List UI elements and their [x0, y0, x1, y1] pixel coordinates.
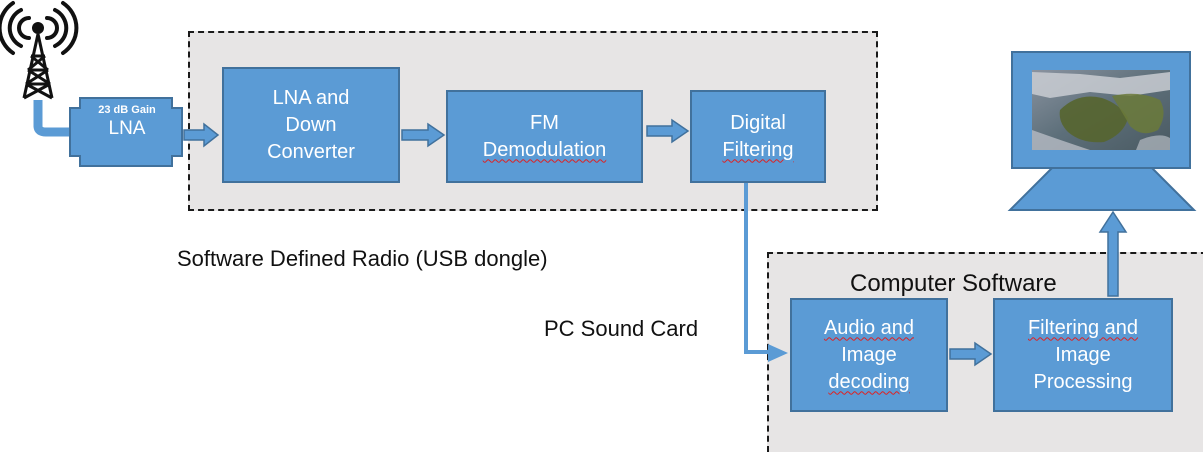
- block-line: Filtering and: [1027, 316, 1139, 339]
- arrow-lna-to-downconverter: [183, 122, 220, 148]
- diagram-graphics: [0, 1, 1197, 367]
- fm-demodulation-block: FM Demodulation: [446, 90, 643, 183]
- lna-tag: 23 dB Gain LNA: [70, 96, 184, 168]
- sound-card-line: [744, 183, 770, 354]
- antenna-tower-icon: [0, 1, 79, 100]
- block-line: Demodulation: [482, 138, 607, 161]
- sdr-caption: Software Defined Radio (USB dongle): [177, 246, 548, 271]
- block-line: FM: [530, 111, 559, 134]
- digital-filtering-block: Digital Filtering: [690, 90, 826, 183]
- sound-card-arrowhead: [768, 344, 788, 362]
- audio-image-decoding-block: Audio and Image decoding: [790, 298, 948, 412]
- arrow-fm-to-digital: [646, 118, 690, 144]
- block-line: Audio and: [823, 316, 915, 339]
- satellite-map-image: [1032, 70, 1170, 150]
- pc-sound-card-label: PC Sound Card: [544, 316, 699, 341]
- block-line: Converter: [267, 140, 355, 163]
- lna-name-label: LNA: [108, 118, 146, 139]
- arrow-downconverter-to-fm: [401, 122, 446, 148]
- lna-downconverter-block: LNA and Down Converter: [222, 67, 400, 183]
- block-line: Image: [841, 343, 897, 366]
- block-line: Processing: [1033, 370, 1133, 393]
- lna-gain-label: 23 dB Gain: [98, 104, 156, 116]
- antenna-feed-line: [33, 100, 72, 137]
- block-line: Image: [1055, 343, 1111, 366]
- block-line: Down: [285, 113, 337, 136]
- block-line: decoding: [828, 370, 910, 393]
- block-line: LNA and: [272, 86, 350, 109]
- block-line: Filtering: [722, 138, 794, 161]
- filtering-image-processing-block: Filtering and Image Processing: [993, 298, 1173, 412]
- arrow-audio-to-filtering: [949, 341, 993, 367]
- lna-shape: [69, 97, 183, 167]
- computer-software-title: Computer Software: [850, 270, 1057, 297]
- arrow-up-to-monitor: [1098, 210, 1128, 297]
- block-line: Digital: [730, 111, 786, 134]
